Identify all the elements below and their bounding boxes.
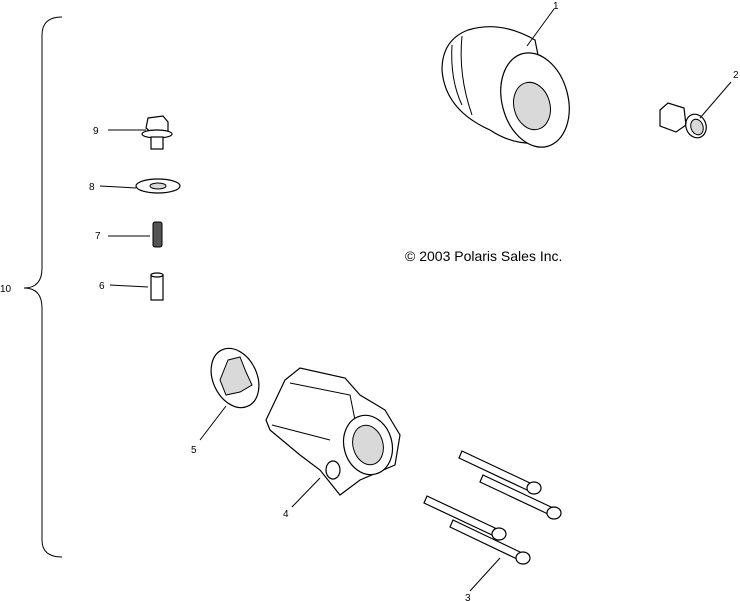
long-bolts [423, 450, 562, 565]
callout-6: 6 [99, 281, 105, 292]
spring [152, 221, 163, 248]
callout-1: 1 [553, 1, 559, 12]
leader-8 [99, 185, 137, 189]
fitting [659, 102, 707, 139]
callout-7: 7 [95, 231, 101, 242]
oil-filter [441, 26, 570, 148]
washer [135, 178, 181, 194]
callout-9: 9 [93, 126, 99, 137]
callout-5: 5 [191, 445, 197, 456]
leader-5 [199, 405, 227, 441]
callout-2: 2 [733, 70, 739, 81]
callout-4: 4 [283, 509, 289, 520]
pump-housing [265, 367, 401, 496]
callout-10: 10 [0, 284, 12, 295]
callout-8: 8 [89, 182, 95, 193]
pump-rotor [210, 347, 260, 409]
callout-3: 3 [465, 593, 471, 601]
flange-bolt [141, 115, 173, 150]
leader-3 [469, 557, 501, 592]
leader-1 [526, 8, 555, 47]
copyright-text: © 2003 Polaris Sales Inc. [405, 248, 562, 264]
dowel-pin [150, 272, 164, 301]
group-brace [23, 16, 63, 558]
leader-2 [699, 81, 732, 119]
leader-4 [291, 477, 321, 508]
leader-6 [109, 284, 149, 288]
